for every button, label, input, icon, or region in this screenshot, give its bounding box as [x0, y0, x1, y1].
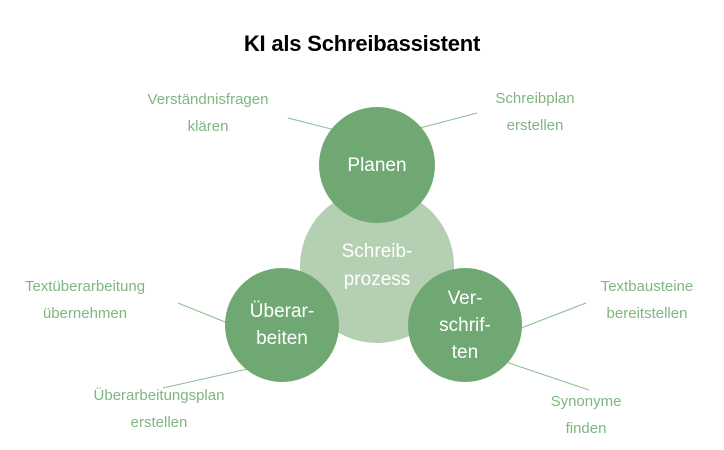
annotation-ueberarbeitungsplan-erstellen: Überarbeitungsplan erstellen [93, 387, 225, 431]
annotation-textueberarbeitung-uebernehmen: Textüberarbeitung übernehmen [24, 278, 146, 322]
circle-planen: Planen [319, 107, 435, 223]
circle-ueberarbeiten: Überar- beiten [225, 268, 339, 382]
connector-line-synonyme [499, 359, 590, 391]
annotation-schreibplan-erstellen: Schreibplan erstellen [495, 90, 575, 134]
circle-verschriften: Ver- schrif- ten [408, 268, 522, 382]
diagram-title: KI als Schreibassistent [243, 31, 481, 56]
annotation-textbausteine-bereitstellen: Textbausteine bereitstellen [600, 278, 694, 322]
annotation-verstaendnisfragen-klaeren: Verständnisfragen klären [147, 91, 269, 135]
annotation-synonyme-finden: Synonyme finden [550, 393, 622, 437]
